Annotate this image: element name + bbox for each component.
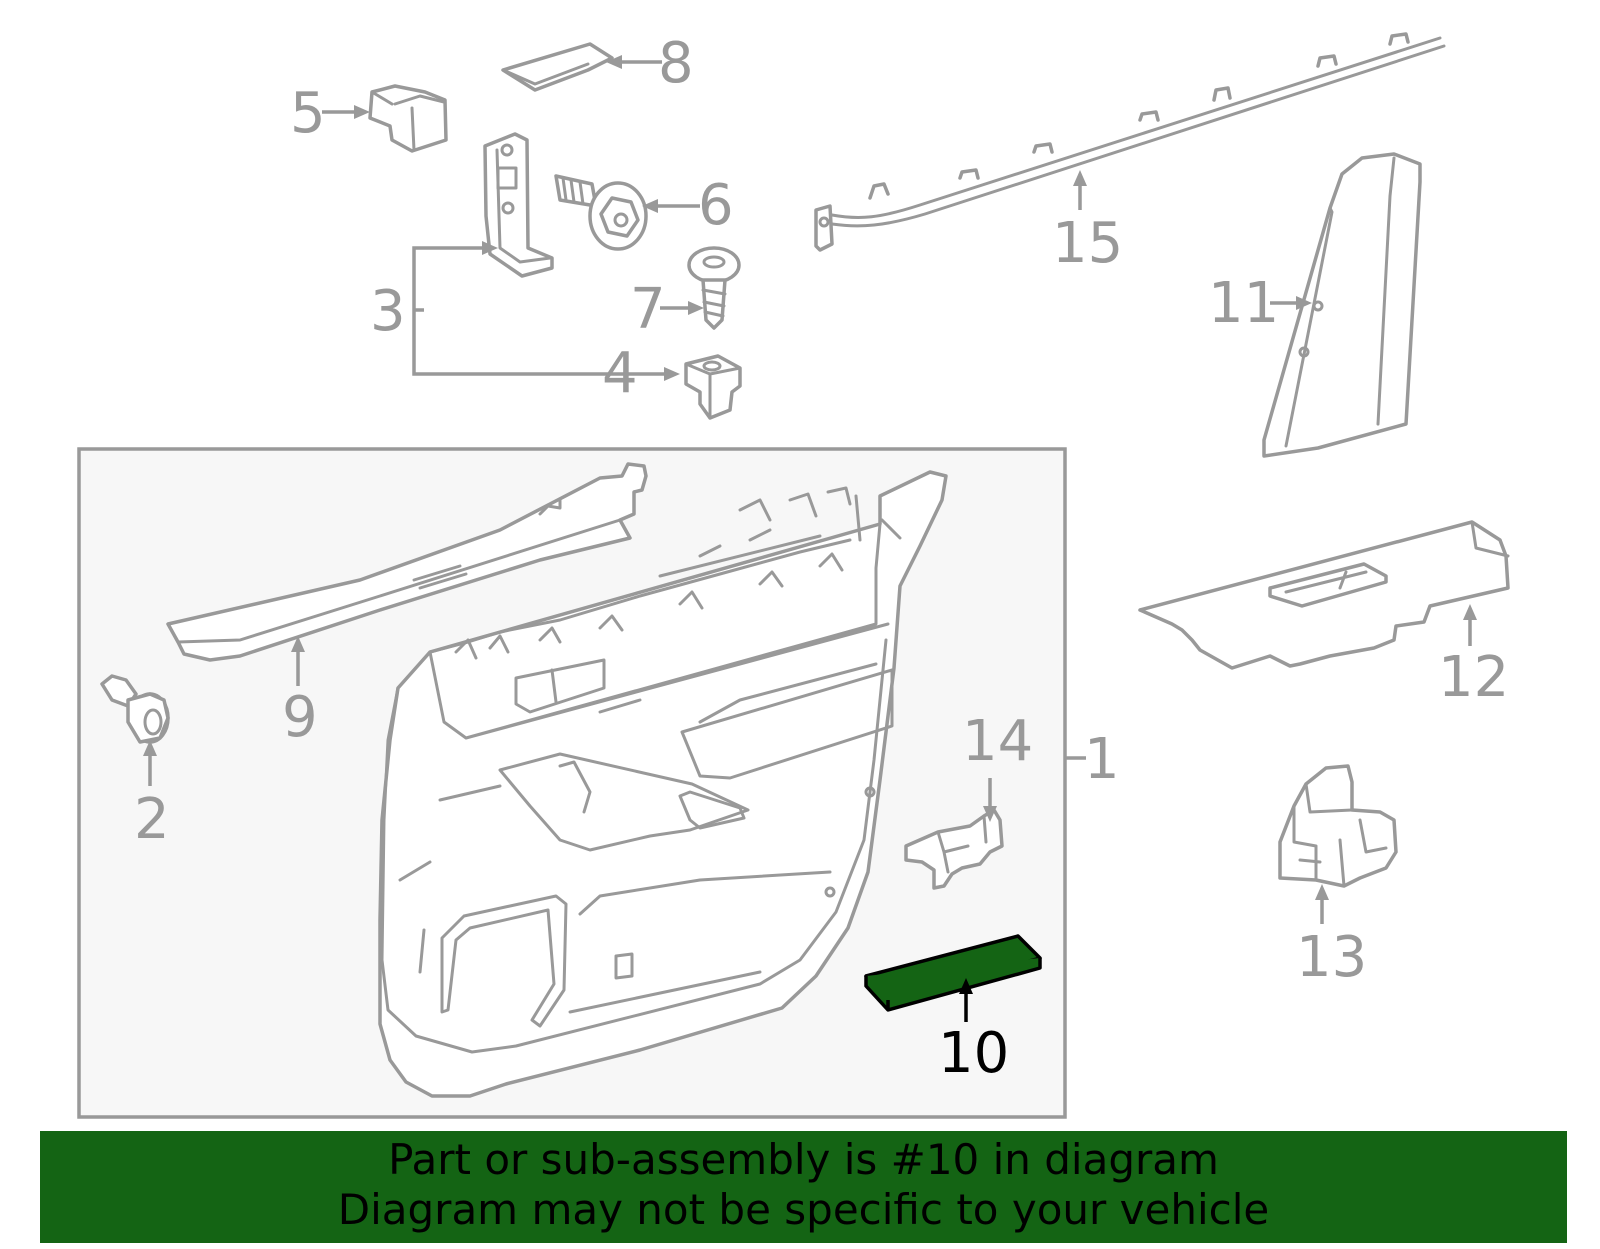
banner-line-2: Diagram may not be specific to your vehi… [337,1185,1270,1234]
callout-13[interactable]: 13 [1296,925,1367,990]
callout-8[interactable]: 8 [658,31,694,96]
part-info-banner: Part or sub-assembly is #10 in diagram D… [40,1131,1567,1243]
part-11-pillar-trim[interactable] [1262,152,1422,458]
callout-6[interactable]: 6 [698,173,734,238]
callout-labels: 1 2 3 4 5 6 7 8 9 10 11 12 13 14 15 [134,31,1509,1086]
part-3-bracket[interactable] [483,132,554,278]
part-12-switch-bezel[interactable] [1138,520,1510,670]
callout-10[interactable]: 10 [938,1021,1009,1086]
part-9-garnish-strip[interactable] [166,462,648,662]
callout-7[interactable]: 7 [630,277,666,342]
part-14-bracket[interactable] [904,808,1004,890]
callout-9[interactable]: 9 [282,685,318,750]
callout-1[interactable]: 1 [1084,727,1120,792]
callout-15[interactable]: 15 [1052,211,1123,276]
callout-12[interactable]: 12 [1438,645,1509,710]
callout-14[interactable]: 14 [962,709,1033,774]
part-13-window-switch[interactable] [1278,764,1398,888]
callout-2[interactable]: 2 [134,787,170,852]
banner-line-1: Part or sub-assembly is #10 in diagram [388,1135,1219,1184]
leader-arrowheads [143,55,1477,994]
callout-3[interactable]: 3 [370,279,406,344]
part-1-door-trim-panel[interactable] [378,470,948,1098]
callout-5[interactable]: 5 [290,81,326,146]
part-15-moulding[interactable] [814,32,1446,252]
part-4-nut[interactable] [684,354,742,420]
part-5-clip[interactable] [368,84,448,153]
part-6-bolt[interactable] [554,174,648,251]
part-2-clip[interactable] [100,674,170,744]
callout-11[interactable]: 11 [1208,271,1279,336]
part-7-screw[interactable] [687,246,741,330]
part-10-pad-highlighted[interactable] [864,934,1042,1012]
part-8-pad[interactable] [501,42,614,92]
callout-4[interactable]: 4 [602,341,638,406]
